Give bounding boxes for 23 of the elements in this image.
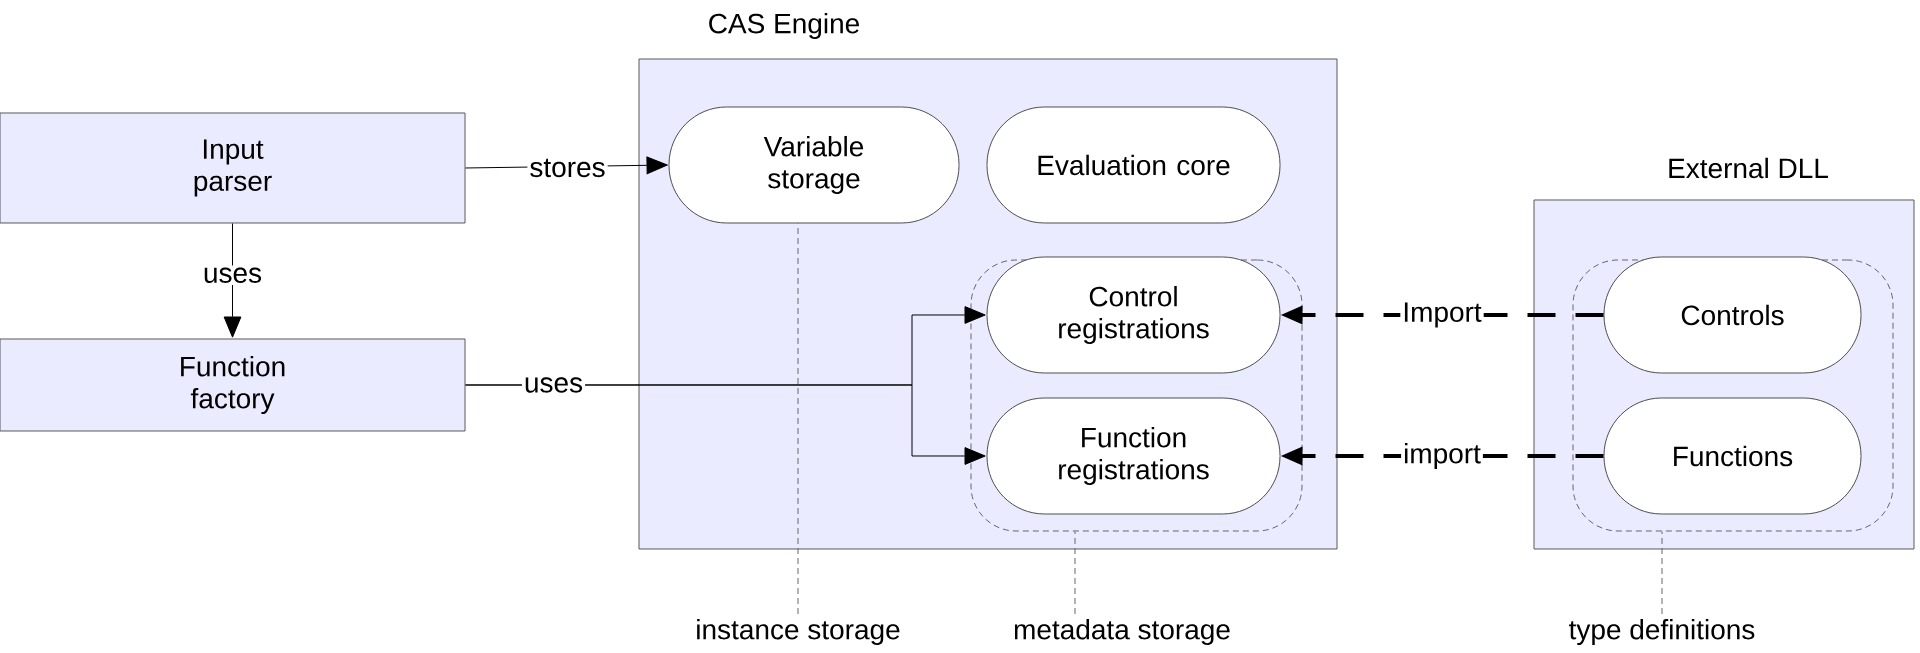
rounded-box: Function registrations — [986, 397, 1281, 515]
rounded-box: Variable storage — [668, 106, 960, 224]
arrow — [223, 223, 242, 338]
annotation-text: metadata storage — [1014, 618, 1230, 646]
process-box: Function factory — [0, 338, 466, 432]
leader-line — [797, 223, 799, 615]
edge-label: stores — [527, 156, 608, 180]
leader-line — [1661, 531, 1663, 615]
edge-label: uses — [521, 375, 586, 395]
annotation-text: type definitions — [1569, 618, 1755, 646]
edge-label: Import — [1400, 300, 1484, 330]
rounded-box: Evaluation core — [986, 106, 1281, 224]
node-label: External DLL — [1669, 157, 1828, 179]
leader-line — [1074, 531, 1076, 615]
rounded-box: Controls — [1603, 256, 1862, 374]
process-box: Input parser — [0, 112, 466, 224]
rounded-box: Control registrations — [986, 256, 1281, 374]
arrow — [465, 384, 986, 465]
edge-label: import — [1401, 440, 1483, 472]
edge-label: uses — [200, 265, 265, 285]
annotation-text: instance storage — [697, 618, 900, 646]
rounded-box: Functions — [1603, 397, 1862, 515]
node-label: CAS Engine — [709, 12, 859, 40]
